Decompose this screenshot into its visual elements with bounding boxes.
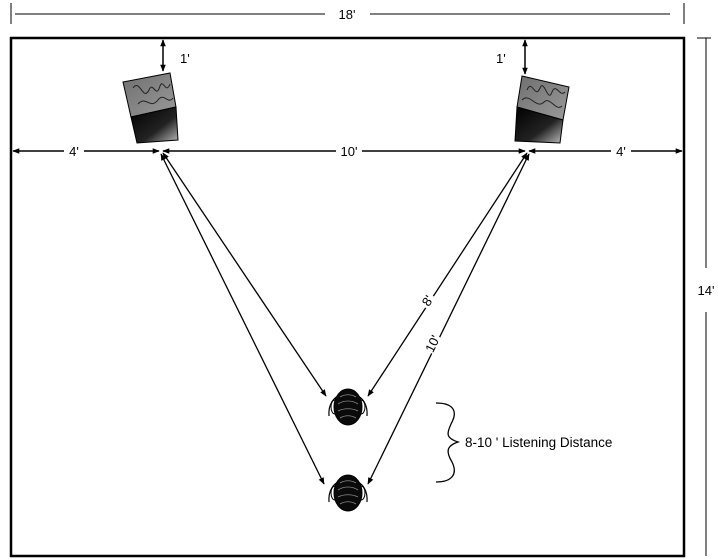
right-speaker-gap-label: 1' — [496, 51, 506, 66]
right-side-gap-label: 4' — [616, 144, 626, 159]
right-speaker-icon — [514, 75, 570, 144]
right-to-far-listener-arrow — [367, 153, 530, 485]
left-to-far-listener-arrow — [160, 153, 325, 485]
left-side-gap-label: 4' — [69, 144, 79, 159]
speaker-spacing-label: 10' — [341, 144, 358, 159]
listening-distance-brace — [435, 402, 461, 483]
far-listener-distance-label: 10' — [422, 333, 443, 355]
room-outline — [9, 36, 686, 558]
left-speaker-gap-label: 1' — [180, 51, 190, 66]
room-depth-dimension: 14' — [697, 37, 715, 556]
near-listener-head-icon — [328, 388, 368, 426]
room-depth-label: 14' — [698, 283, 715, 298]
left-to-near-listener-arrow — [162, 152, 327, 397]
speaker-spacing-dimension: 4' 10' 4' — [12, 144, 683, 159]
right-to-near-listener-arrow — [367, 152, 528, 397]
room-width-label: 18' — [339, 7, 356, 22]
listening-distance-label: 8-10 ' Listening Distance — [465, 435, 612, 450]
left-speaker-icon — [122, 72, 179, 144]
room-width-dimension: 18' — [10, 3, 685, 24]
far-listener-head-icon — [328, 474, 368, 512]
